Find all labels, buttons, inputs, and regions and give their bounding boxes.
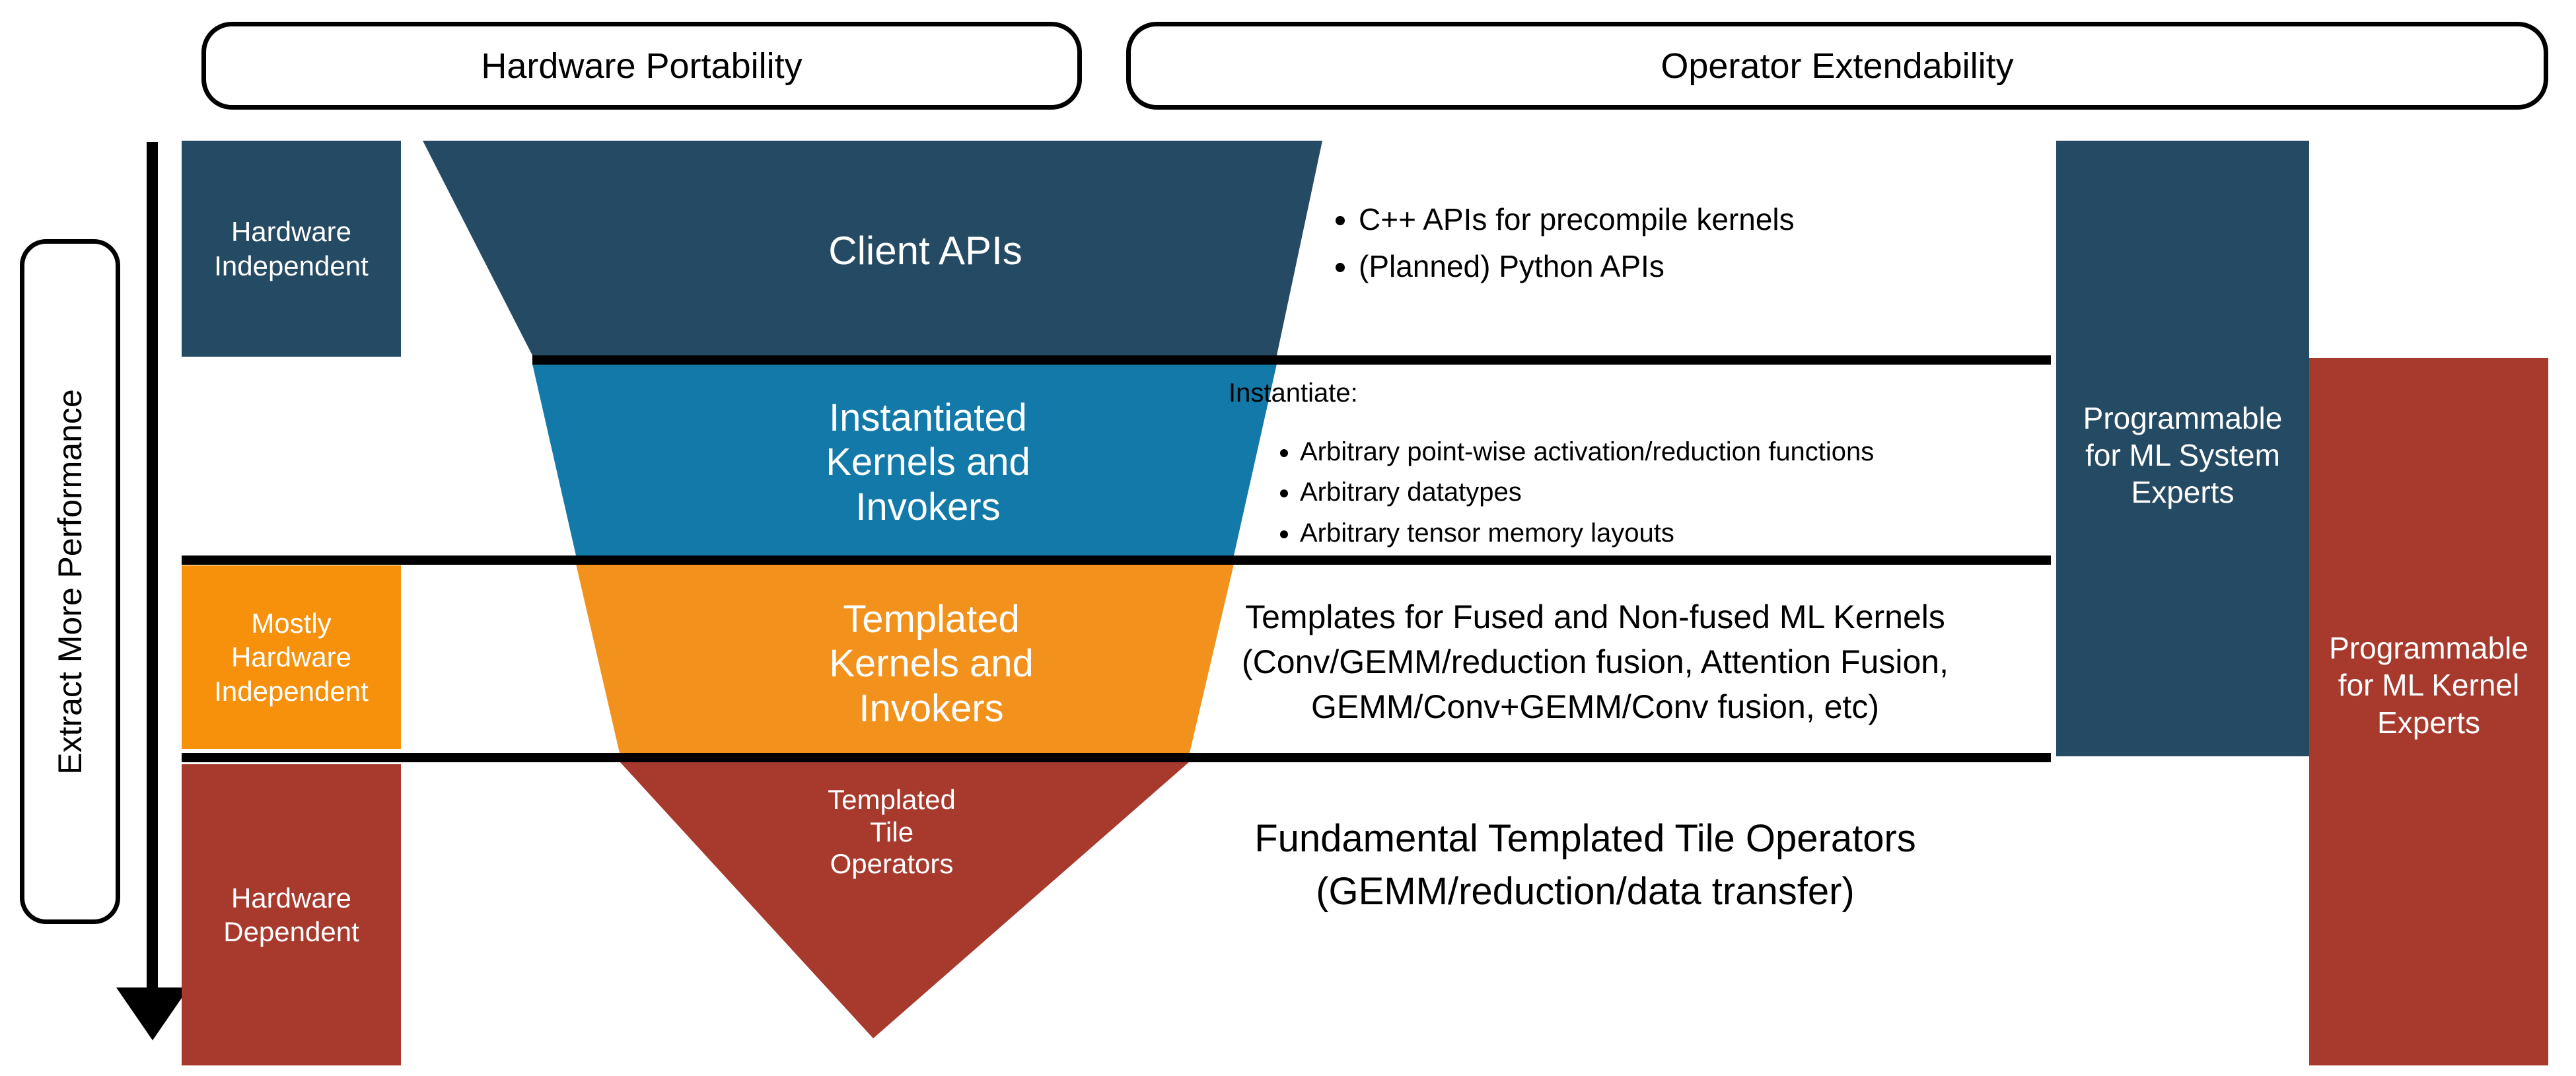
- down-arrow-icon: [116, 987, 189, 1040]
- client-apis-details: C++ APIs for precompile kernels (Planned…: [1324, 198, 1795, 293]
- list-item: Arbitrary datatypes: [1300, 474, 1874, 511]
- header-operator-extendability: Operator Extendability: [1126, 22, 2548, 110]
- instantiate-heading: Instantiate:: [1229, 378, 1358, 408]
- header-hardware-portability-label: Hardware Portability: [481, 46, 803, 86]
- tile-operators-description: Fundamental Templated Tile Operators(GEM…: [1254, 817, 1916, 914]
- list-item: Arbitrary point-wise activation/reductio…: [1300, 434, 1874, 470]
- down-arrow-shaft-icon: [147, 142, 158, 1001]
- header-hardware-portability: Hardware Portability: [201, 22, 1082, 110]
- funnel-label-client-apis: Client APIs: [532, 159, 1318, 343]
- divider-rule-top: [532, 355, 2051, 365]
- instantiate-bullet-list: Arbitrary point-wise activation/reductio…: [1229, 434, 1874, 552]
- performance-axis-label: Extract More Performance: [52, 388, 89, 775]
- header-operator-extendability-label: Operator Extendability: [1661, 46, 2014, 86]
- instantiated-kernels-details: Instantiate: Arbitrary point-wise activa…: [1229, 375, 1874, 556]
- list-item: C++ APIs for precompile kernels: [1359, 198, 1795, 241]
- client-apis-bullet-list: C++ APIs for precompile kernels (Planned…: [1324, 198, 1795, 289]
- funnel-label-text: Client APIs: [828, 229, 1022, 273]
- list-item: Arbitrary tensor memory layouts: [1300, 515, 1874, 552]
- templated-kernels-description: Templates for Fused and Non-fused ML Ker…: [1242, 598, 1949, 725]
- divider-rule-middle: [182, 556, 2051, 565]
- divider-rule-bottom: [182, 753, 2051, 762]
- list-item: (Planned) Python APIs: [1359, 245, 1795, 288]
- performance-axis-box: Extract More Performance: [20, 239, 120, 924]
